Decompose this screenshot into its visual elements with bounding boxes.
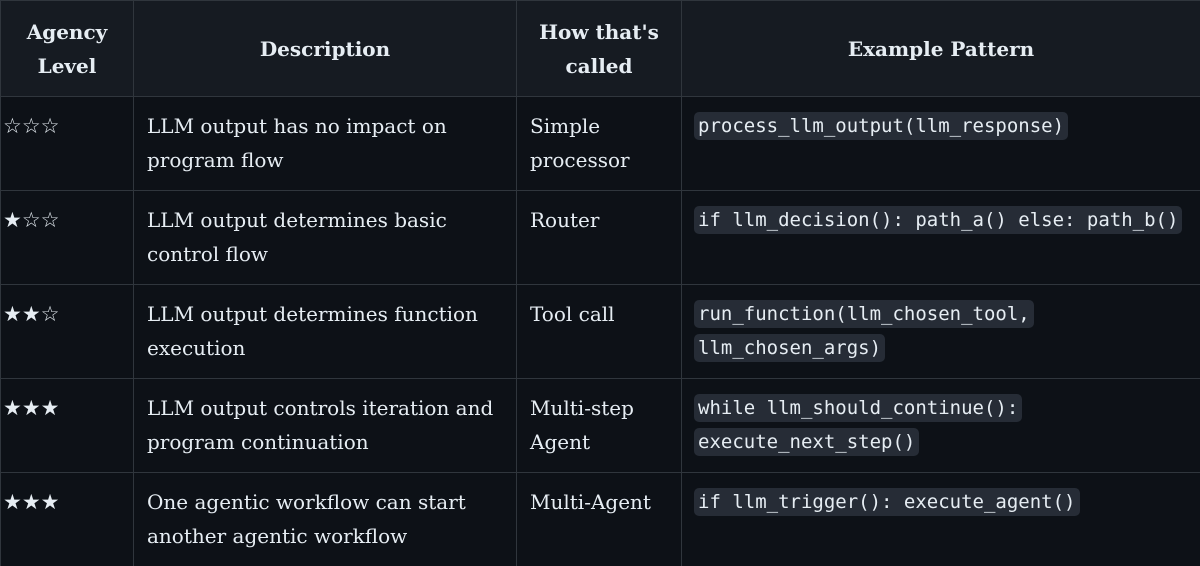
description-cell: LLM output determines function execution	[133, 284, 517, 379]
star-rating: ★★★	[0, 378, 134, 473]
code-snippet: while llm_should_continue(): execute_nex…	[694, 394, 1023, 456]
star-rating: ★★★	[0, 472, 134, 566]
code-snippet: if llm_trigger(): execute_agent()	[694, 488, 1080, 516]
code-snippet: process_llm_output(llm_response)	[694, 112, 1069, 140]
example-cell: if llm_decision(): path_a() else: path_b…	[681, 190, 1200, 285]
header-agency-level: Agency Level	[0, 0, 134, 97]
example-cell: if llm_trigger(): execute_agent()	[681, 472, 1200, 566]
description-cell: LLM output determines basic control flow	[133, 190, 517, 285]
code-snippet: if llm_decision(): path_a() else: path_b…	[694, 206, 1183, 234]
table-row: ★★☆ LLM output determines function execu…	[0, 284, 1200, 379]
description-cell: LLM output has no impact on program flow	[133, 96, 517, 191]
header-example-pattern: Example Pattern	[681, 0, 1200, 97]
called-cell: Simple processor	[516, 96, 682, 191]
star-rating: ★★☆	[0, 284, 134, 379]
called-cell: Tool call	[516, 284, 682, 379]
header-how-called: How that's called	[516, 0, 682, 97]
example-cell: while llm_should_continue(): execute_nex…	[681, 378, 1200, 473]
header-description: Description	[133, 0, 517, 97]
description-cell: LLM output controls iteration and progra…	[133, 378, 517, 473]
table-row: ★★★ LLM output controls iteration and pr…	[0, 378, 1200, 473]
example-cell: run_function(llm_chosen_tool, llm_chosen…	[681, 284, 1200, 379]
called-cell: Multi-Agent	[516, 472, 682, 566]
table-row: ☆☆☆ LLM output has no impact on program …	[0, 96, 1200, 191]
description-cell: One agentic workflow can start another a…	[133, 472, 517, 566]
called-cell: Router	[516, 190, 682, 285]
code-snippet: run_function(llm_chosen_tool, llm_chosen…	[694, 300, 1034, 362]
example-cell: process_llm_output(llm_response)	[681, 96, 1200, 191]
table-row: ★☆☆ LLM output determines basic control …	[0, 190, 1200, 285]
called-cell: Multi-step Agent	[516, 378, 682, 473]
table-row: ★★★ One agentic workflow can start anoth…	[0, 472, 1200, 566]
star-rating: ★☆☆	[0, 190, 134, 285]
table-header-row: Agency Level Description How that's call…	[0, 0, 1200, 97]
star-rating: ☆☆☆	[0, 96, 134, 191]
